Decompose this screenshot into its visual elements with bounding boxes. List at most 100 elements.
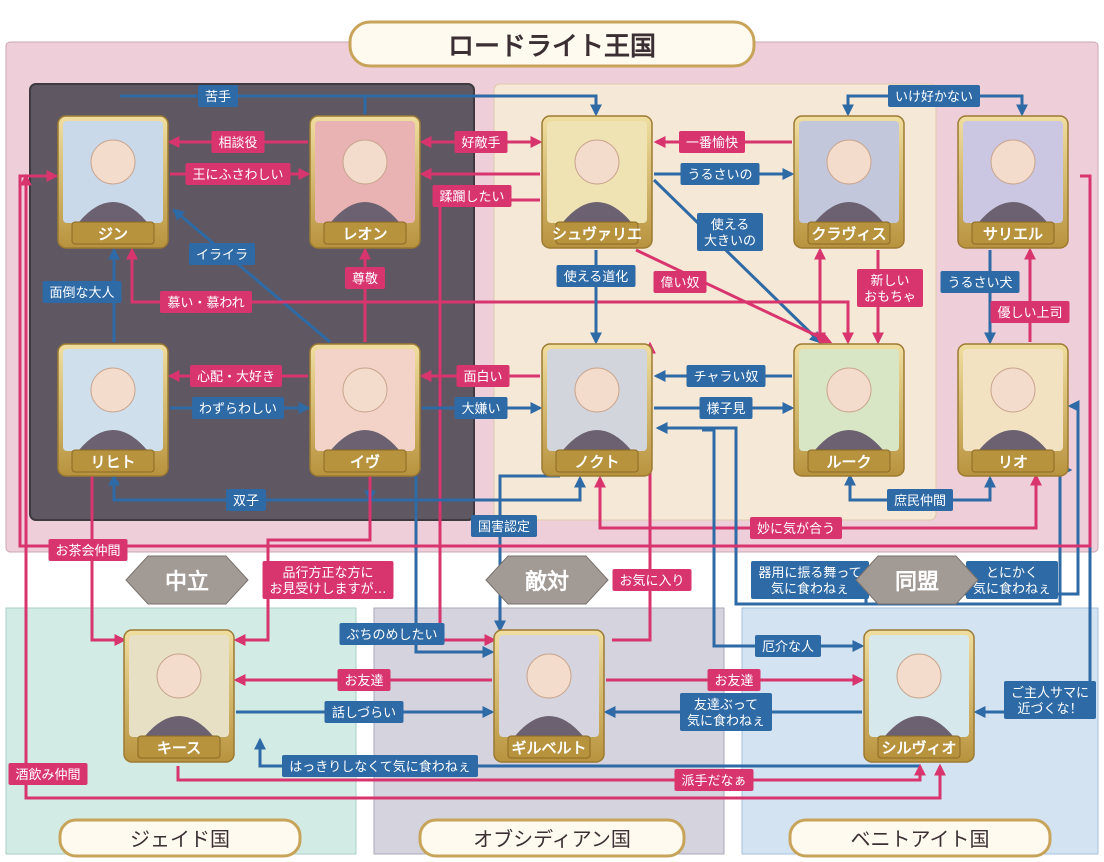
relation-ikesukanai: いけ好かない: [888, 85, 980, 107]
relation-text-omoshiroi: 面白い: [463, 369, 502, 385]
portrait-keith: キース: [123, 629, 235, 763]
relation-otomodachi1: お友達: [337, 669, 391, 691]
name-clavis: クラヴィス: [811, 225, 886, 243]
relation-text-tsukaeru: 大きいの: [704, 234, 756, 249]
relation-sakenomi: 酒飲み仲間: [8, 763, 88, 785]
relation-otomodachi2: お友達: [707, 669, 761, 691]
relation-text-soudan: 相談役: [218, 135, 257, 151]
relation-text-koutekishu: 好敵手: [461, 135, 500, 151]
relation-juurin: 蹂躙したい: [432, 185, 512, 207]
relation-koutekishu: 好敵手: [454, 131, 508, 153]
relation-okiniiri: お気に入り: [612, 569, 692, 591]
relation-text-nigate: 苦手: [205, 89, 231, 105]
relation-text-futago: 双子: [233, 494, 259, 509]
relation-hadedanaa: 派手だなぁ: [674, 769, 754, 791]
relation-buchinomeshi: ぶちのめしたい: [339, 623, 445, 645]
portrait-luke: ルーク: [793, 343, 905, 477]
relation-ichiban: 一番愉快: [679, 131, 745, 153]
relation-text-hinkou: お見受けしますが…: [269, 582, 386, 597]
relation-line-46: [176, 763, 926, 782]
relation-mendouna: 面倒な大人: [42, 281, 122, 303]
relation-line-47: [18, 170, 1092, 548]
relation-douke: 使える道化: [556, 265, 636, 287]
name-rio: リオ: [998, 453, 1028, 471]
relation-text-goshujin: ご主人サマに: [1011, 685, 1089, 701]
relation-ochakai: お茶会仲間: [48, 539, 128, 561]
benitoite-label: ベニトアイト国: [851, 827, 990, 851]
relation-shitai: 慕い・慕われ: [160, 291, 252, 313]
relation-text-myouni: 妙に気が合う: [757, 521, 835, 537]
relation-text-daikirai: 大嫌い: [461, 402, 500, 417]
relation-kokugai: 国害認定: [471, 515, 537, 537]
relation-text-eraiyatsu: 偉い奴: [660, 275, 699, 291]
relation-iraira: イライラ: [189, 243, 255, 265]
relation-text-atarashii: おもちゃ: [864, 290, 916, 305]
jade-plate: ジェイド国: [58, 818, 302, 858]
relation-text-charai: チャラい奴: [694, 369, 759, 385]
relation-text-wazurawashii: わずらわしい: [199, 402, 277, 417]
relation-charai: チャラい奴: [686, 365, 766, 387]
relation-shinpai: 心配・大好き: [190, 365, 282, 387]
hostile-badge: 敵対: [485, 555, 609, 605]
alliance-badge: 同盟: [855, 555, 979, 605]
portrait-leon: レオン: [309, 115, 421, 249]
relation-text-ikesukanai: いけ好かない: [895, 90, 973, 105]
relation-line-0: [120, 94, 602, 117]
relation-text-shomin: 庶民仲間: [894, 493, 946, 509]
relation-text-kiyou: 気に食わねぇ: [771, 581, 849, 597]
relation-text-shinpai: 心配・大好き: [197, 370, 275, 385]
relation-text-yakkai: 厄介な人: [762, 640, 814, 655]
relation-yasashii: 優しい上司: [990, 301, 1070, 323]
relation-text-yousumi: 様子見: [706, 402, 745, 417]
portrait-chevalier: シュヴァリエ: [541, 115, 653, 249]
relation-text-mendouna: 面倒な大人: [49, 286, 114, 301]
relation-urusaino: うるさいの: [680, 163, 760, 185]
portrait-sariel: サリエル: [957, 115, 1069, 249]
obsidian-plate: オブシディアン国: [418, 818, 686, 858]
name-licht: リヒト: [90, 453, 135, 471]
relation-nigate: 苦手: [198, 85, 238, 107]
relation-text-tsukaeru: 使える: [711, 217, 750, 233]
relation-text-buchinomeshi: ぶちのめしたい: [346, 628, 437, 643]
relation-eraiyatsu: 偉い奴: [653, 271, 707, 293]
portrait-nokto: ノクト: [541, 343, 653, 477]
relation-text-hinkou: 品行方正な方に: [282, 565, 373, 581]
relation-text-sonkei: 尊敬: [352, 271, 378, 287]
hostile-label: 敵対: [525, 569, 569, 595]
name-chevalier: シュヴァリエ: [552, 225, 642, 243]
relation-shomin: 庶民仲間: [887, 489, 953, 511]
portrait-rio: リオ: [957, 343, 1069, 477]
relation-text-tomodachibutte: 気に食わねぇ: [687, 713, 765, 729]
relation-hanashizurai: 話しづらい: [324, 701, 404, 723]
portrait-clavis: クラヴィス: [793, 115, 905, 249]
portrait-silvio: シルヴィオ: [863, 629, 975, 763]
relation-futago: 双子: [226, 489, 266, 511]
relation-text-otomodachi1: お友達: [344, 673, 383, 689]
name-silvio: シルヴィオ: [881, 739, 956, 757]
portrait-eve: イヴ: [309, 343, 421, 477]
relation-line-45: [20, 173, 946, 800]
relation-text-shitai: 慕い・慕われ: [167, 296, 244, 311]
relation-text-tonikaku: 気に食わねぇ: [973, 581, 1051, 597]
relation-sonkei: 尊敬: [345, 267, 385, 289]
relation-myouni: 妙に気が合う: [750, 517, 842, 539]
relation-text-hakkiri: はっきりしなくて気に食わねぇ: [289, 759, 471, 775]
relation-text-atarashii: 新しい: [870, 273, 909, 289]
name-sariel: サリエル: [983, 225, 1043, 243]
relation-hakkiri: はっきりしなくて気に食わねぇ: [282, 755, 478, 777]
relation-text-ochakai: お茶会仲間: [55, 543, 120, 559]
relation-yakkai: 厄介な人: [755, 635, 821, 657]
relation-soudan: 相談役: [211, 131, 265, 153]
relation-text-ichiban: 一番愉快: [686, 135, 738, 151]
relation-hinkou: 品行方正な方にお見受けしますが…: [262, 561, 394, 599]
relation-urusaiinu: うるさい犬: [940, 271, 1020, 293]
relation-omoshiroi: 面白い: [456, 365, 510, 387]
neutral-label: 中立: [165, 569, 209, 595]
relation-text-ounifusawashii: 王にふさわしい: [192, 168, 283, 183]
